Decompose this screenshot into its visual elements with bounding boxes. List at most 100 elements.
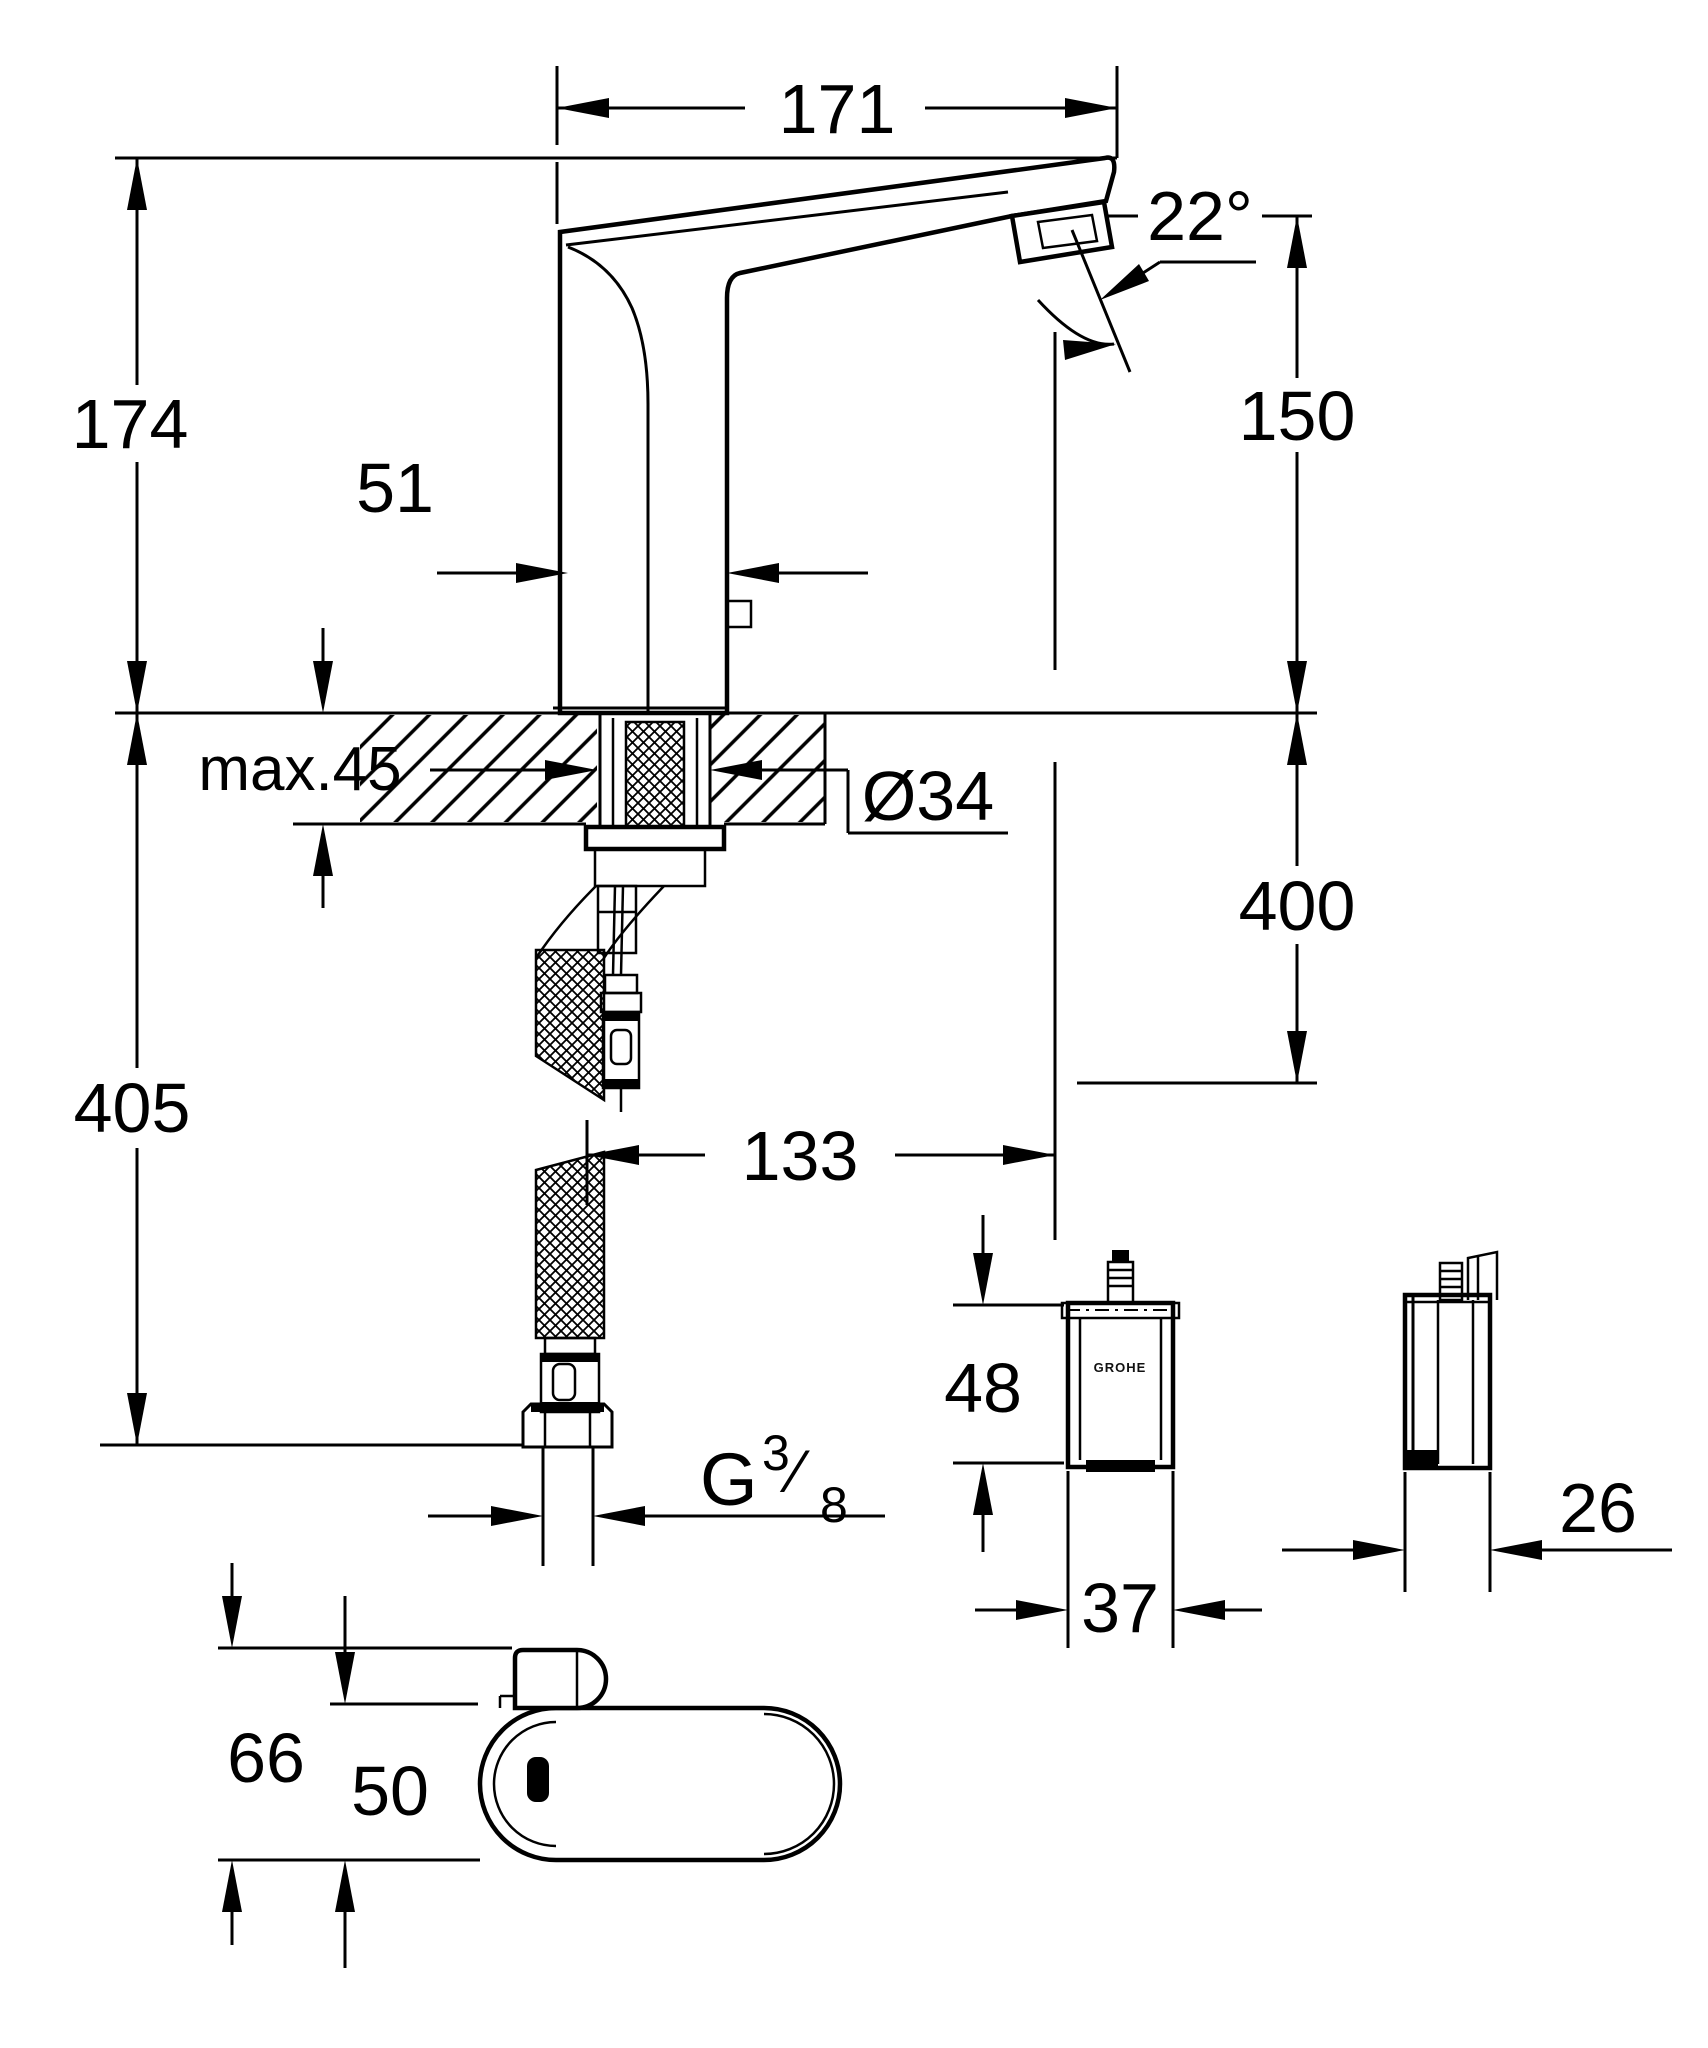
arrowhead <box>1016 1600 1068 1620</box>
dim-label-dia34: Ø34 <box>862 757 994 835</box>
cable-plug-band-bottom <box>603 1079 639 1088</box>
dim-22deg: 22° <box>1036 177 1256 373</box>
base-inner-arc-right <box>763 1712 836 1856</box>
cable-plug-window <box>609 1028 633 1066</box>
thread-letter: G <box>700 1438 758 1521</box>
faucet-side-view <box>553 155 1117 716</box>
flexible-hoses <box>521 885 665 1566</box>
arrowhead <box>1065 98 1117 118</box>
arrowhead <box>127 158 147 210</box>
arrowhead <box>1100 264 1149 300</box>
dim-label-400: 400 <box>1239 867 1356 945</box>
arrowhead <box>313 661 333 713</box>
arrowhead <box>335 1860 355 1912</box>
dim-label-133: 133 <box>742 1117 859 1195</box>
arrowhead <box>1287 661 1307 713</box>
shank-hose-braid <box>624 720 686 829</box>
arrowhead <box>491 1506 543 1526</box>
dim-label-37: 37 <box>1081 1569 1159 1647</box>
arrowhead <box>1173 1600 1225 1620</box>
dim-label-51: 51 <box>356 449 434 527</box>
arrowhead <box>545 760 597 780</box>
supply-hose-lower <box>534 1150 606 1340</box>
dim-g38: G 3 ⁄ 8 <box>428 1425 885 1533</box>
dim-37: 37 <box>975 1471 1262 1648</box>
box-bottom-band <box>1086 1460 1155 1472</box>
dim-label-405: 405 <box>74 1069 191 1147</box>
hose-ferrule <box>543 1336 597 1356</box>
arrowhead <box>127 713 147 765</box>
arrowhead <box>516 563 568 583</box>
hose-connector-band-top <box>541 1354 599 1362</box>
sensor-cable-right <box>619 885 625 976</box>
cable-plug-body <box>601 1010 641 1090</box>
arrowhead <box>222 1860 242 1912</box>
spray-angle-line <box>1070 229 1132 373</box>
grohe-logo: GROHE <box>1094 1360 1147 1375</box>
dim-dia34: Ø34 <box>430 757 1008 835</box>
arrowhead <box>1490 1540 1542 1560</box>
cable-plug-band-top <box>603 1012 639 1021</box>
arrowhead <box>587 1145 639 1165</box>
arrowhead <box>1003 1145 1055 1165</box>
supply-hose-upper <box>534 948 606 1103</box>
base-inner-arc-left <box>492 1720 557 1848</box>
arrowhead <box>557 98 609 118</box>
lever-plan <box>512 1647 609 1711</box>
cable-gland <box>1106 1260 1135 1305</box>
arrowhead <box>222 1596 242 1648</box>
arrowhead <box>127 661 147 713</box>
mounting-washer <box>583 824 727 852</box>
arrowhead <box>727 563 779 583</box>
arrowhead <box>1353 1540 1405 1560</box>
dim-174: 174 <box>72 158 188 713</box>
connection-nut-band <box>531 1404 604 1412</box>
dim-label-66: 66 <box>227 1719 305 1797</box>
aerator-face <box>1036 213 1099 250</box>
dim-label-171: 171 <box>779 70 896 148</box>
dim-26: 26 <box>1282 1469 1672 1592</box>
hose-bend-right <box>602 885 665 959</box>
dim-400: 400 <box>1239 713 1356 1083</box>
thread-denominator: 8 <box>820 1477 848 1533</box>
spout-inner-top-edge <box>565 190 1009 247</box>
mounting-foot <box>596 884 638 955</box>
sensor-window <box>527 1757 549 1802</box>
dim-max45: max.45 <box>198 628 402 908</box>
body-side-clip <box>725 599 753 629</box>
base-outline <box>477 1705 843 1863</box>
body-front-corner-line <box>567 245 650 711</box>
reference-lines <box>100 156 1317 1447</box>
arrowhead <box>1063 340 1116 360</box>
arrowhead <box>973 1253 993 1305</box>
gland-tip <box>1112 1250 1129 1262</box>
dim-171: 171 <box>555 66 1119 224</box>
box-outline <box>1065 1300 1176 1470</box>
box-bottom-block <box>1405 1450 1438 1468</box>
gland-side <box>1438 1261 1464 1302</box>
lever-step <box>498 1694 515 1708</box>
arrowhead <box>313 824 333 876</box>
arrowhead <box>593 1506 645 1526</box>
dim-133: 133 <box>585 1117 1055 1205</box>
dim-label-48: 48 <box>944 1349 1022 1427</box>
control-box-side-view <box>1402 1250 1499 1471</box>
dim-66: 66 <box>218 1563 512 1945</box>
hose-connector-window <box>551 1362 577 1402</box>
dim-label-150: 150 <box>1239 377 1356 455</box>
faucet-bottom-view <box>477 1647 843 1863</box>
dim-48: 48 <box>944 1215 1064 1552</box>
hose-bend-left <box>534 885 597 959</box>
dim-label-26: 26 <box>1559 1469 1637 1547</box>
arrowhead <box>335 1652 355 1704</box>
mounting-shank <box>583 713 727 955</box>
dim-405: 405 <box>74 713 191 1445</box>
dim-150: 150 <box>1239 216 1356 713</box>
arrowhead <box>1287 713 1307 765</box>
spout-outlet <box>1009 199 1115 265</box>
cable-plug-cap <box>603 973 639 995</box>
dim-label-22deg: 22° <box>1147 177 1253 255</box>
thread-numerator: 3 <box>762 1425 790 1481</box>
